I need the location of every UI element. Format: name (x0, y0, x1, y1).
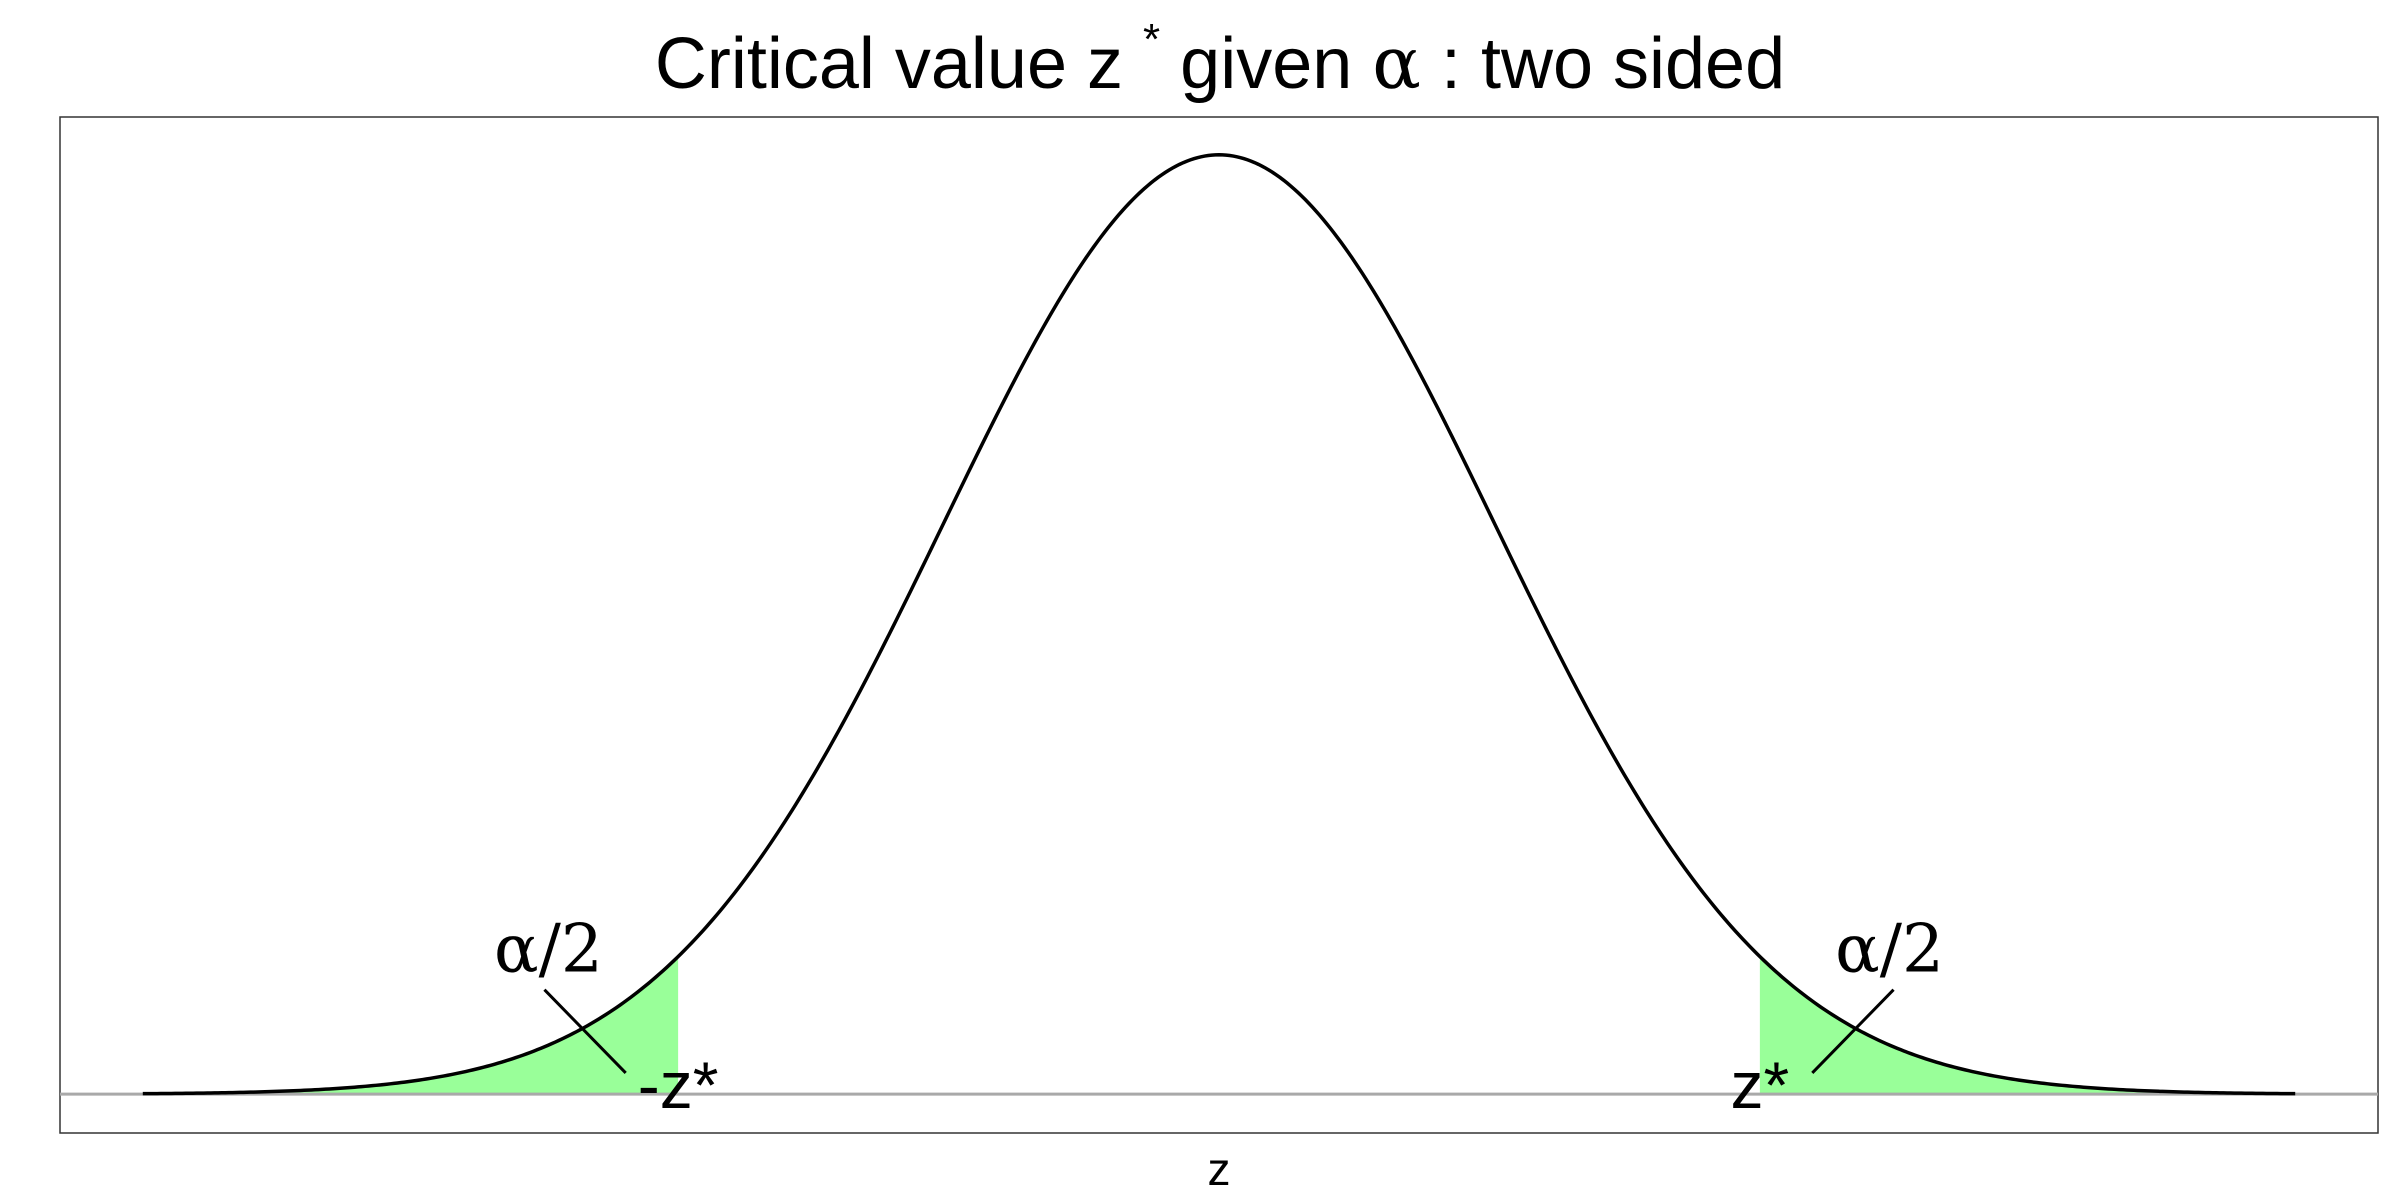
neg-critical-value-label: -z* (638, 1048, 719, 1122)
title-alpha-symbol: α (1372, 21, 1421, 105)
title-prefix: Critical value z (655, 24, 1123, 104)
normal-density-curve (142, 153, 2296, 1096)
right-alpha-label-text: α/2 (1835, 911, 1944, 988)
pos-critical-value-label: z* (1731, 1048, 1790, 1122)
title-middle: given (1180, 24, 1372, 104)
plot-frame (59, 116, 2379, 1134)
right-alpha-label: α/2 (1835, 911, 1944, 988)
right-alpha-pointer (1811, 988, 1895, 1075)
left-tail-shaded-area (142, 956, 679, 1095)
title-suffix: : two sided (1441, 24, 1785, 104)
chart-title: Critical value z * given α : two sided (655, 0, 1785, 105)
left-alpha-pointer (543, 988, 627, 1075)
x-axis-label: z (1208, 1143, 1231, 1195)
right-tail-shaded-area (1759, 956, 2296, 1095)
left-alpha-label-text: α/2 (494, 911, 603, 988)
title-superscript: * (1143, 15, 1160, 64)
left-alpha-label: α/2 (494, 911, 603, 988)
